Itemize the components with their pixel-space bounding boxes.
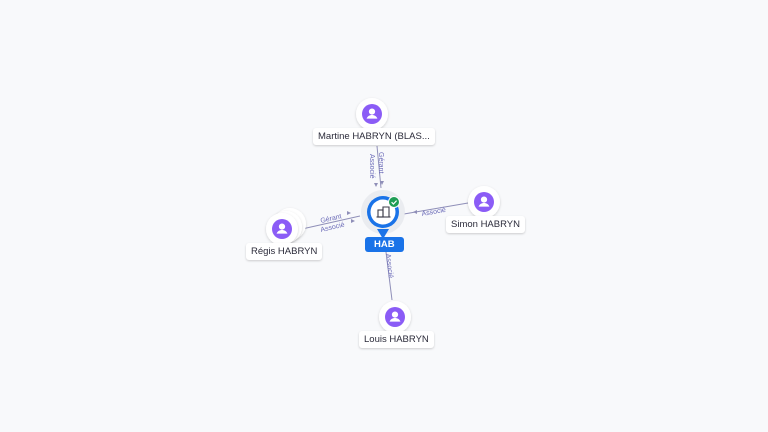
edge-label-simon-associe: Associé	[421, 207, 446, 218]
person-label-regis[interactable]: Régis HABRYN	[246, 243, 323, 260]
user-icon	[474, 192, 494, 212]
edge-label-regis-gerant: Gérant	[320, 213, 342, 225]
edge-louis	[385, 251, 393, 301]
person-node-louis[interactable]	[379, 301, 411, 333]
edge-regis	[301, 215, 361, 230]
arrow-regis-gerant	[347, 211, 351, 215]
company-label[interactable]: HAB	[365, 237, 404, 252]
person-node-regis[interactable]	[266, 208, 306, 245]
user-icon	[272, 219, 292, 239]
edge-label-martine-associe: Associé	[368, 154, 375, 179]
edge-label-louis-associe: Associé	[384, 253, 394, 278]
user-icon	[385, 307, 405, 327]
person-label-martine[interactable]: Martine HABRYN (BLAS...	[313, 128, 435, 145]
building-icon	[376, 206, 391, 218]
arrow-simon	[413, 210, 417, 214]
edge-arrows	[347, 181, 417, 223]
person-node-simon[interactable]	[468, 186, 500, 218]
edge-label-martine-gerant: Gérant	[377, 152, 384, 173]
check-icon	[388, 196, 400, 208]
person-label-simon[interactable]: Simon HABRYN	[446, 216, 525, 233]
user-icon	[362, 104, 382, 124]
arrow-martine-associe	[380, 181, 384, 185]
arrow-regis-associe	[351, 219, 355, 223]
company-node[interactable]	[361, 190, 405, 239]
arrow-martine-gerant	[374, 183, 378, 187]
person-node-martine[interactable]	[356, 98, 388, 130]
person-label-louis[interactable]: Louis HABRYN	[359, 331, 434, 348]
